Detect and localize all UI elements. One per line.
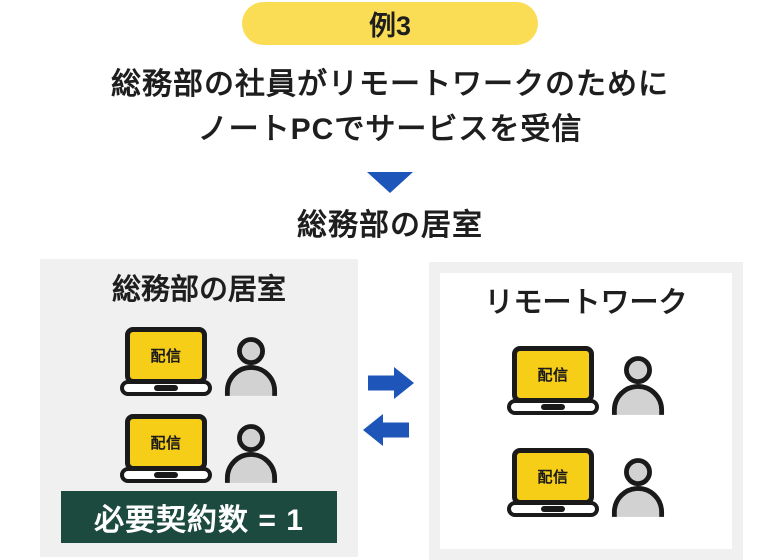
laptop-icon: 配信: [507, 346, 599, 415]
example-badge-label: 例3: [368, 11, 412, 41]
office-room-panel: 総務部の居室 配信 配信: [40, 259, 358, 557]
person-icon: [224, 424, 278, 483]
laptop-screen-label: 配信: [150, 435, 182, 452]
person-icon: [611, 356, 665, 415]
office-workstation-row-1: 配信: [40, 327, 358, 396]
title-line-2: ノートPCでサービスを受信: [197, 113, 583, 146]
laptop-icon: 配信: [120, 327, 212, 396]
laptop-screen: 配信: [512, 346, 594, 403]
remote-work-panel: リモートワーク 配信 配信: [429, 262, 743, 560]
remote-work-heading: リモートワーク: [484, 287, 688, 319]
title-line-1: 総務部の社員がリモートワークのために: [111, 68, 669, 101]
office-workstation-row-2: 配信: [40, 414, 358, 483]
arrow-down-icon: [367, 172, 413, 193]
laptop-screen: 配信: [512, 448, 594, 505]
person-icon: [224, 337, 278, 396]
contract-count-label: 必要契約数 = 1: [94, 504, 304, 537]
laptop-screen-label: 配信: [537, 469, 569, 486]
page-title: 総務部の社員がリモートワークのために ノートPCでサービスを受信: [0, 62, 780, 152]
location-label: 総務部の居室: [297, 209, 483, 242]
laptop-icon: 配信: [507, 448, 599, 517]
laptop-notch: [541, 404, 565, 410]
person-icon: [611, 458, 665, 517]
remote-workstation-row-2: 配信: [440, 448, 732, 517]
remote-workstation-row-1: 配信: [440, 346, 732, 415]
office-room-heading: 総務部の居室: [111, 274, 286, 306]
laptop-screen-label: 配信: [150, 348, 182, 365]
laptop-screen-label: 配信: [537, 367, 569, 384]
laptop-screen: 配信: [125, 414, 207, 471]
arrow-right-icon: [368, 367, 414, 399]
arrow-left-icon: [363, 414, 409, 446]
laptop-notch: [154, 385, 178, 391]
laptop-notch: [154, 472, 178, 478]
laptop-icon: 配信: [120, 414, 212, 483]
laptop-screen: 配信: [125, 327, 207, 384]
example-badge: 例3: [242, 2, 538, 45]
contract-count-badge: 必要契約数 = 1: [61, 491, 337, 543]
laptop-notch: [541, 506, 565, 512]
